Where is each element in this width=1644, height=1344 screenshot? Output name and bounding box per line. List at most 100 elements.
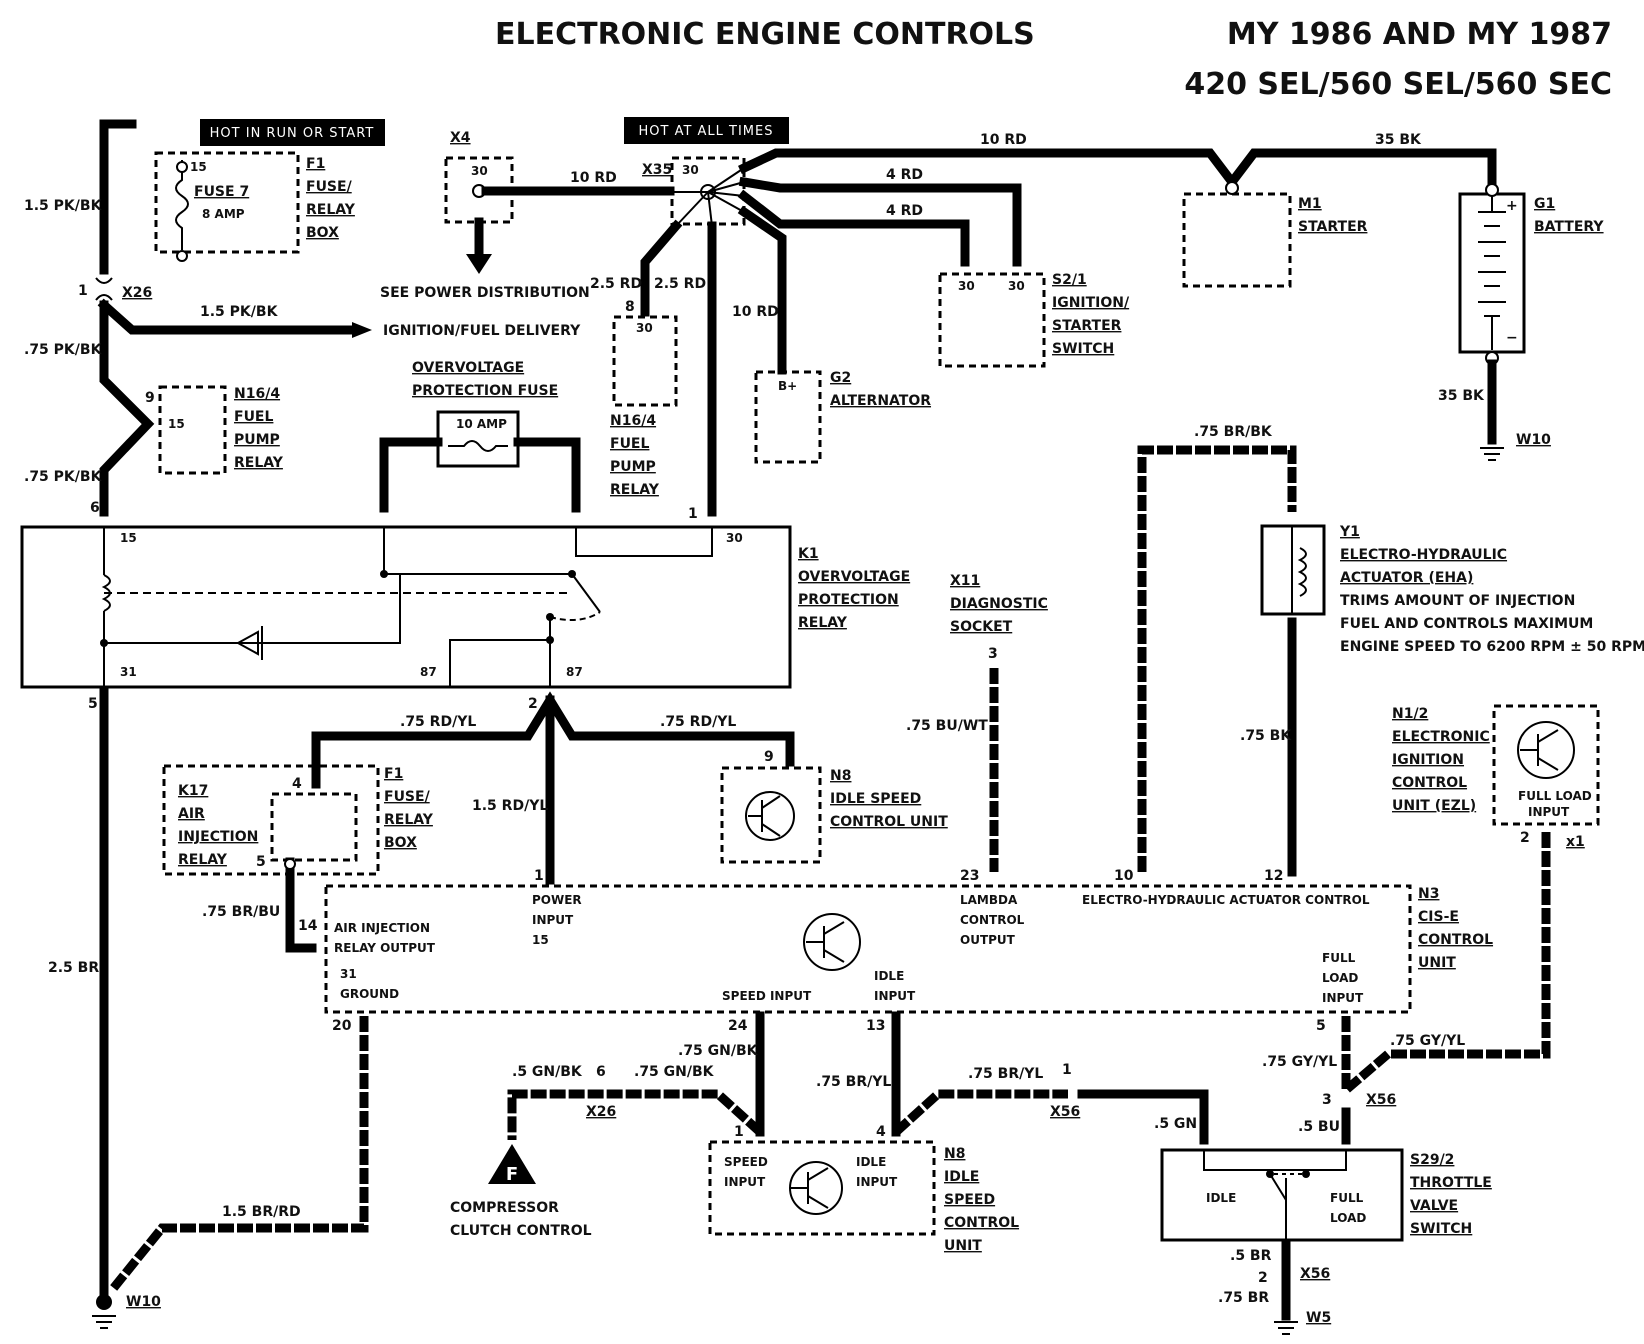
n3-transistor: [803, 913, 861, 971]
m1-box: [1182, 192, 1292, 288]
n8-bot-speed2: INPUT: [724, 1175, 766, 1189]
m1-id: M1: [1298, 196, 1322, 212]
y1-l1: ELECTRO-HYDRAULIC: [1340, 547, 1507, 563]
label-w-10rd-alt: 10 RD: [732, 304, 779, 320]
n12-l2: IGNITION: [1392, 752, 1464, 768]
k17-l3: RELAY: [178, 852, 228, 868]
banner-hot-all-times: HOT AT ALL TIMES: [638, 124, 773, 139]
wire-5gn: [1077, 1089, 1209, 1145]
wire-4rd-b: [737, 189, 970, 267]
wire-10rd-alt: [737, 205, 787, 375]
k1-t2: 2: [528, 696, 538, 712]
title-models: 420 SEL/560 SEL/560 SEC: [1184, 67, 1612, 102]
n164-a-id: N16/4: [234, 386, 280, 402]
n8-top-l1: IDLE SPEED: [830, 791, 921, 807]
k1-box: [20, 525, 792, 689]
x35-fan: [672, 167, 745, 227]
n164-b-term: 8: [625, 299, 635, 315]
g2-pin: B+: [778, 379, 797, 393]
n8-top-pin: 9: [764, 749, 774, 765]
n12-inner2: INPUT: [1528, 805, 1570, 819]
note-see-power: SEE POWER DISTRIBUTION: [380, 285, 590, 301]
label-w10-bot: W10: [126, 1294, 161, 1310]
k1-p87a: 87: [420, 665, 437, 679]
k1-p87b: 87: [566, 665, 583, 679]
g2-name: ALTERNATOR: [830, 393, 931, 409]
k1-l3: RELAY: [798, 615, 848, 631]
s21-l3: SWITCH: [1052, 341, 1114, 357]
s21-box: [938, 272, 1046, 368]
f1-top-id: F1: [306, 156, 325, 172]
label-w-75buwt: .75 BU/WT: [906, 718, 988, 734]
banner-hot-run-start: HOT IN RUN OR START: [210, 126, 375, 141]
n12-inner1: FULL LOAD: [1518, 789, 1592, 803]
fuse7-symbol: [175, 160, 189, 250]
f1-bot-l2: RELAY: [384, 812, 434, 828]
wire-ovp-right: [513, 437, 581, 513]
g1-minus: −: [1506, 330, 1518, 346]
wire-75brbu: [285, 857, 317, 953]
n8-bot-l1: IDLE: [944, 1169, 979, 1185]
label-x26-pin-bot: 6: [596, 1064, 606, 1080]
k1-t1: 1: [688, 506, 698, 522]
f1-top-amp: 8 AMP: [202, 207, 245, 221]
f1-bot-id: F1: [384, 766, 403, 782]
s21-p1: 30: [958, 279, 975, 293]
n8-top-box: [720, 766, 822, 864]
label-w-75gnbk-b: .75 GN/BK: [634, 1064, 715, 1080]
x4-label: X4: [450, 130, 471, 146]
n3-air1: AIR INJECTION: [334, 921, 430, 935]
label-w-75bryl-b: .75 BR/YL: [968, 1066, 1043, 1082]
n3-lambda1: LAMBDA: [960, 893, 1018, 907]
n8-bot-idle1: IDLE: [856, 1155, 886, 1169]
ground-symbol-left: [92, 1315, 116, 1329]
label-x26-pin-top: 1: [78, 283, 88, 299]
n8-bot-l4: UNIT: [944, 1238, 982, 1254]
n8-bot-l2: SPEED: [944, 1192, 995, 1208]
y1-l4: FUEL AND CONTROLS MAXIMUM: [1340, 616, 1593, 632]
n3-p14: 14: [298, 918, 318, 934]
n12-transistor: [1517, 721, 1575, 779]
n164-b-l1: FUEL: [610, 436, 649, 452]
label-w-15pkbk-mid: 1.5 PK/BK: [200, 304, 279, 320]
battery-cells: [1478, 196, 1506, 350]
k17-box: [162, 764, 380, 876]
x11-l1: DIAGNOSTIC: [950, 596, 1048, 612]
n3-p24: 24: [728, 1018, 748, 1034]
compressor-triangle: [488, 1144, 536, 1184]
s292-l3: SWITCH: [1410, 1221, 1472, 1237]
f1-top-box: [154, 151, 300, 254]
k1-l2: PROTECTION: [798, 592, 899, 608]
n12-l1: ELECTRONIC: [1392, 729, 1490, 745]
ovp-fuse-amp: 10 AMP: [456, 417, 507, 431]
k1-t6: 6: [90, 500, 100, 516]
compressor-l1: COMPRESSOR: [450, 1200, 559, 1216]
y1-id: Y1: [1339, 524, 1360, 540]
f1-bot-p5: 5: [256, 854, 266, 870]
label-x56-a: X56: [1050, 1104, 1080, 1120]
label-w-75gyyl-b: .75 GY/YL: [1262, 1054, 1337, 1070]
n3-idle2: INPUT: [874, 989, 916, 1003]
n164-a-pin: 15: [168, 417, 185, 431]
n8-bot-id: N8: [944, 1146, 965, 1162]
label-w-25br: 2.5 BR: [48, 960, 99, 976]
label-x56-pin-c: 2: [1258, 1270, 1268, 1286]
label-w-75pkbk-a: .75 PK/BK: [24, 342, 103, 358]
label-w-35bk-top: 35 BK: [1375, 132, 1422, 148]
k1-p30: 30: [726, 531, 743, 545]
k1-t5: 5: [88, 696, 98, 712]
wire-25rd: [640, 219, 683, 317]
n8-bot-l3: CONTROL: [944, 1215, 1019, 1231]
s292-id: S29/2: [1410, 1152, 1454, 1168]
label-w-10rd-a: 10 RD: [570, 170, 617, 186]
s21-l2: STARTER: [1052, 318, 1122, 334]
g1-name: BATTERY: [1534, 219, 1604, 235]
n8-bot-p4: 4: [876, 1124, 886, 1140]
title-model-years: MY 1986 AND MY 1987: [1227, 17, 1612, 52]
n3-air2: RELAY OUTPUT: [334, 941, 436, 955]
s292-l1: THROTTLE: [1410, 1175, 1492, 1191]
n3-box: [324, 884, 1412, 1014]
label-w10-bat: W10: [1516, 432, 1551, 448]
s292-idle: IDLE: [1206, 1191, 1236, 1205]
wire-15brrd: [108, 1016, 369, 1293]
